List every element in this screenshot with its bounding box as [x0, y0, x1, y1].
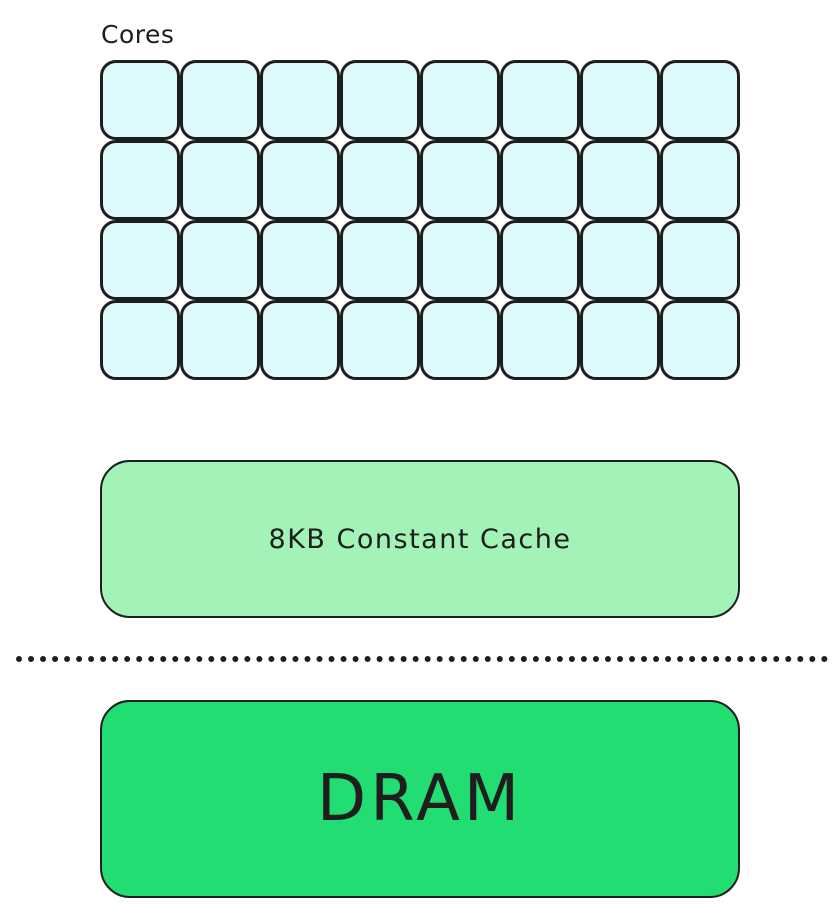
- core-cell: [660, 140, 740, 220]
- core-cell: [500, 140, 580, 220]
- core-cell: [340, 220, 420, 300]
- core-cell: [340, 60, 420, 140]
- core-cell: [500, 300, 580, 380]
- constant-cache-box: 8KB Constant Cache: [100, 460, 740, 618]
- core-cell: [500, 60, 580, 140]
- core-cell: [580, 60, 660, 140]
- core-cell: [420, 220, 500, 300]
- dram-box: DRAM: [100, 700, 740, 898]
- core-cell: [420, 140, 500, 220]
- core-cell: [260, 140, 340, 220]
- core-cell: [180, 60, 260, 140]
- cores-label: Cores: [101, 20, 175, 49]
- constant-cache-label: 8KB Constant Cache: [268, 523, 572, 555]
- core-cell: [340, 140, 420, 220]
- core-cell: [580, 140, 660, 220]
- core-cell: [660, 300, 740, 380]
- dram-label: DRAM: [316, 762, 524, 836]
- core-cell: [180, 300, 260, 380]
- core-cell: [260, 300, 340, 380]
- core-cell: [180, 220, 260, 300]
- core-cell: [340, 300, 420, 380]
- core-cell: [100, 220, 180, 300]
- core-cell: [100, 140, 180, 220]
- memory-boundary-divider: [16, 656, 828, 662]
- core-cell: [580, 300, 660, 380]
- core-cell: [580, 220, 660, 300]
- core-cell: [660, 220, 740, 300]
- core-cell: [180, 140, 260, 220]
- core-cell: [260, 220, 340, 300]
- core-cell: [660, 60, 740, 140]
- core-cell: [420, 300, 500, 380]
- core-cell: [100, 300, 180, 380]
- core-cell: [420, 60, 500, 140]
- core-cell: [260, 60, 340, 140]
- core-grid: [100, 60, 740, 380]
- core-cell: [100, 60, 180, 140]
- core-cell: [500, 220, 580, 300]
